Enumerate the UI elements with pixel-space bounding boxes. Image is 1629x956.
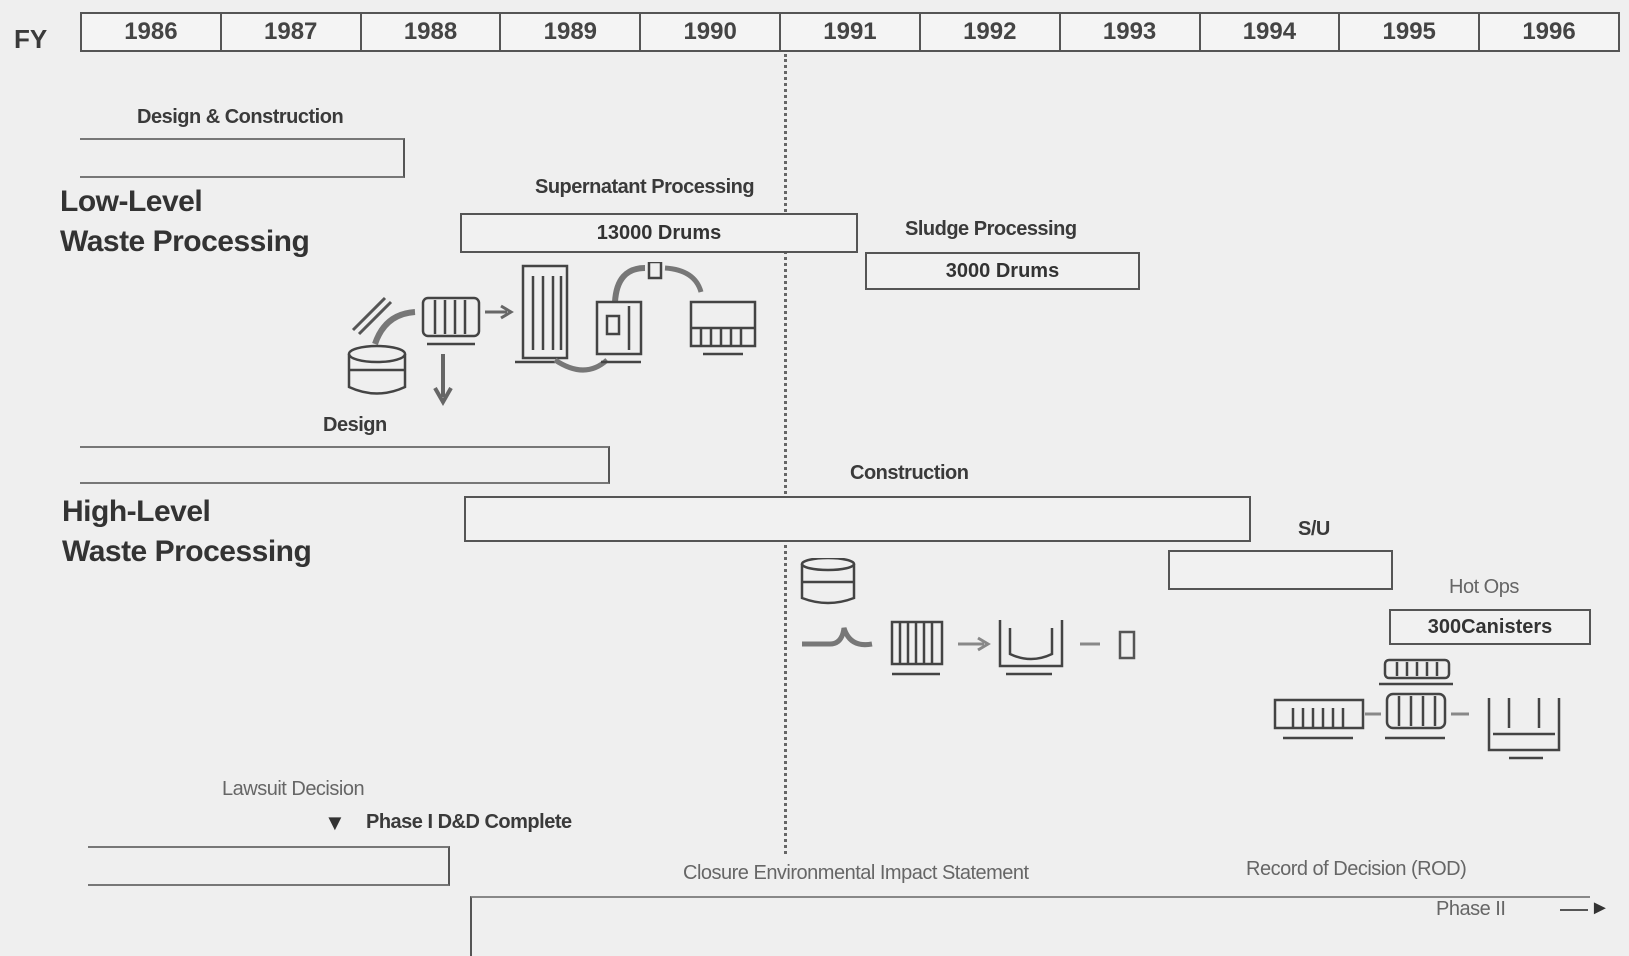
filter-module-icon xyxy=(421,296,481,346)
hlw-pretreatment-illustration xyxy=(800,558,1136,676)
curved-arrow-icon xyxy=(372,309,416,346)
hlw-design-bar xyxy=(80,446,610,484)
startup-bar xyxy=(1168,550,1393,590)
supernatant-processing-bar: 13000 Drums xyxy=(460,213,858,253)
hlw-vitrification-illustration xyxy=(1273,658,1561,760)
startup-label: S/U xyxy=(1298,518,1330,540)
tank-icon xyxy=(347,344,407,395)
phase2-label: Phase II xyxy=(1436,898,1506,920)
hot-ops-bar: 300Canisters xyxy=(1389,609,1591,645)
low-level-process-illustration xyxy=(347,262,757,407)
year-cell: 1994 xyxy=(1201,14,1341,50)
current-date-line xyxy=(784,54,787,854)
lawsuit-decision-label: Lawsuit Decision xyxy=(222,778,365,800)
design-construction-bar xyxy=(80,138,405,178)
phase1-bar xyxy=(88,846,450,886)
curved-arrow-icon xyxy=(612,265,646,303)
high-level-title-line2: Waste Processing xyxy=(62,535,312,568)
drum-storage-icon xyxy=(689,300,757,356)
design-construction-label: Design & Construction xyxy=(137,106,344,128)
hot-ops-label: Hot Ops xyxy=(1449,576,1519,598)
year-cell: 1992 xyxy=(921,14,1061,50)
right-arrow-icon: ► xyxy=(1590,897,1610,919)
canister-storage-icon xyxy=(1487,698,1561,760)
high-level-title: High-Level Waste Processing xyxy=(62,492,312,572)
record-of-decision-label: Record of Decision (ROD) xyxy=(1246,858,1467,880)
high-level-title-line1: High-Level xyxy=(62,495,211,528)
year-cell: 1988 xyxy=(362,14,502,50)
vessel-icon xyxy=(998,620,1064,676)
low-level-title: Low-Level Waste Processing xyxy=(60,182,310,262)
closure-eis-label: Closure Environmental Impact Statement xyxy=(683,862,1029,884)
construction-label: Construction xyxy=(850,462,969,484)
curved-arrow-icon xyxy=(553,357,609,373)
right-arrow-icon xyxy=(485,304,514,320)
sludge-processing-label: Sludge Processing xyxy=(905,218,1077,240)
year-cell: 1993 xyxy=(1061,14,1201,50)
year-cell: 1996 xyxy=(1522,18,1576,45)
phase2-bar xyxy=(470,896,1590,956)
column-unit-icon xyxy=(515,264,569,364)
phase1-complete-label: Phase I D&D Complete xyxy=(366,811,572,833)
year-cell: 1989 xyxy=(501,14,642,50)
supernatant-processing-label: Supernatant Processing xyxy=(535,176,755,198)
year-cell: 1986 xyxy=(82,14,222,50)
melter-icon xyxy=(1379,658,1453,686)
right-arrow-icon xyxy=(958,636,991,652)
phase2-arrow-line xyxy=(1560,909,1588,911)
curved-arrow-icon xyxy=(802,627,873,648)
hlw-design-label: Design xyxy=(323,414,387,436)
year-cell: 1991 xyxy=(781,14,921,50)
mixer-unit-icon xyxy=(595,300,643,364)
pipe-icon xyxy=(351,296,393,336)
feed-unit-icon xyxy=(1385,692,1447,740)
curved-arrow-icon xyxy=(664,265,704,293)
storage-tank-icon xyxy=(1273,698,1365,740)
valve-icon xyxy=(647,262,663,280)
year-cell: 1987 xyxy=(222,14,362,50)
tank-icon xyxy=(800,558,856,605)
fy-label: FY xyxy=(14,24,48,54)
milestone-triangle-icon: ▼ xyxy=(324,810,346,835)
low-level-title-line1: Low-Level xyxy=(60,185,203,218)
down-arrow-icon xyxy=(433,354,453,407)
year-cell: 1995 xyxy=(1340,14,1481,50)
filter-module-icon xyxy=(890,620,944,676)
construction-bar xyxy=(464,496,1251,542)
canister-icon xyxy=(1118,630,1136,660)
sludge-processing-bar: 3000 Drums xyxy=(865,252,1140,290)
low-level-title-line2: Waste Processing xyxy=(60,225,310,258)
year-cell: 1990 xyxy=(641,14,782,50)
